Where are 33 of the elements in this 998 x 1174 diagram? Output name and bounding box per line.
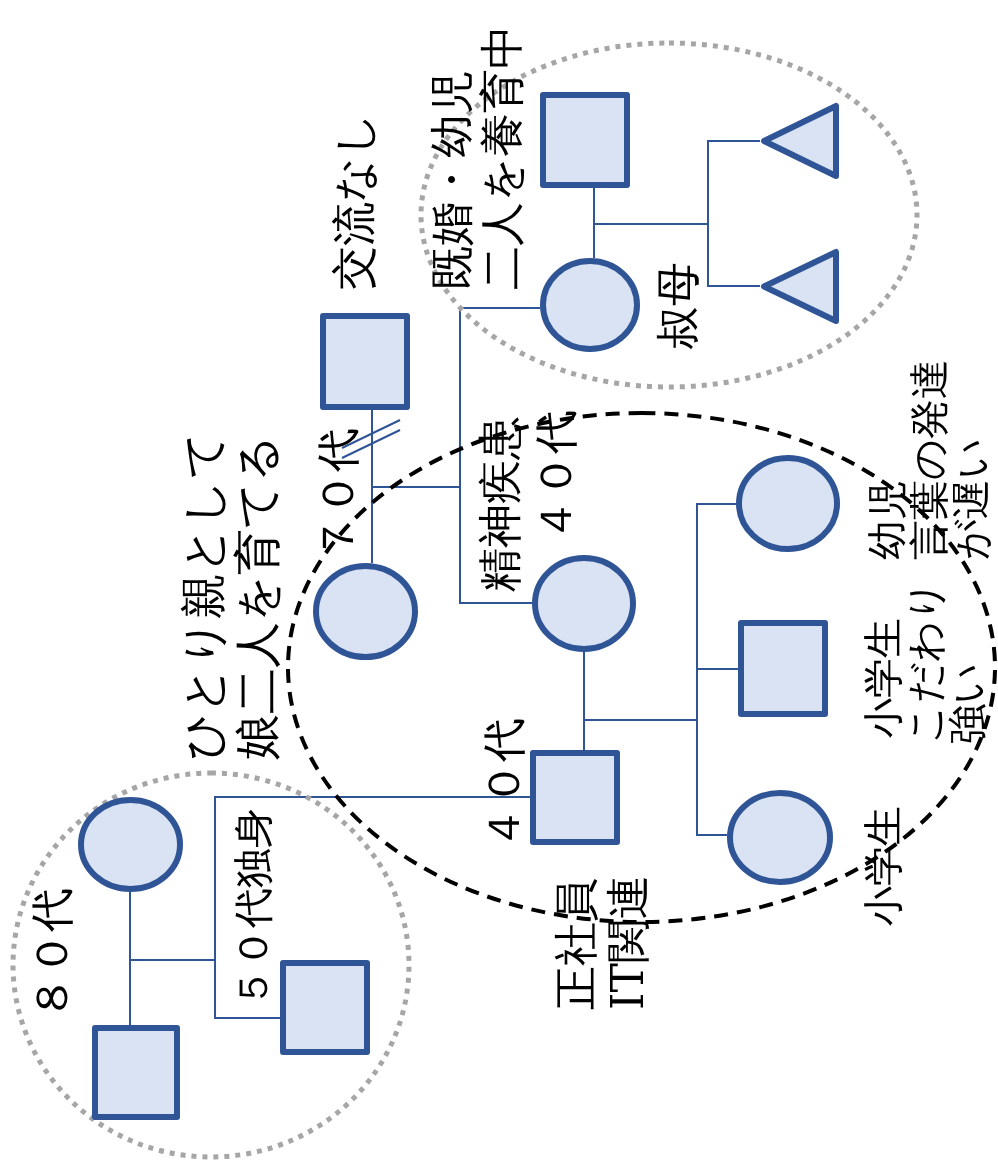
annotation-text: 言葉の発達が遅い [908, 358, 992, 560]
circle-symbol [78, 797, 183, 892]
family-line [129, 796, 531, 961]
circle-symbol [313, 563, 418, 660]
square-symbol [92, 1025, 180, 1120]
annotation-text: ひとり親として娘二人を育てる [176, 431, 284, 760]
square-symbol [540, 92, 630, 188]
triangle-symbol [760, 102, 840, 180]
annotation-text: 二人を養育中 [476, 25, 528, 290]
annotation-text: こだわり強い [904, 580, 988, 744]
annotation-text: 正社員 [550, 878, 602, 1010]
family-line [583, 503, 737, 721]
square-symbol [738, 620, 828, 717]
square-symbol [280, 960, 370, 1055]
annotation-text: ８０代 [26, 888, 78, 1020]
household-ellipse [10, 770, 412, 1160]
annotation-text: 交流なし [328, 112, 380, 290]
circle-symbol [736, 455, 840, 552]
square-symbol [320, 313, 410, 410]
annotation-text: 叔母 [652, 262, 704, 350]
annotation-text: ７０代 [312, 428, 364, 560]
annotation-text: 小学生 [862, 618, 904, 738]
annotation-text: 既婚・幼児 [426, 70, 478, 290]
square-symbol [530, 750, 620, 845]
triangle-symbol [760, 248, 840, 325]
annotation-text: ５０代独身 [232, 808, 274, 1008]
annotation-text: ４０代 [478, 718, 530, 850]
annotation-text: IT関連 [602, 875, 654, 1010]
circle-symbol [532, 555, 636, 652]
circle-symbol [540, 258, 640, 352]
circle-symbol [727, 790, 833, 885]
annotation-text: 幼児 [866, 480, 908, 560]
annotation-text: ４０代 [530, 410, 582, 542]
